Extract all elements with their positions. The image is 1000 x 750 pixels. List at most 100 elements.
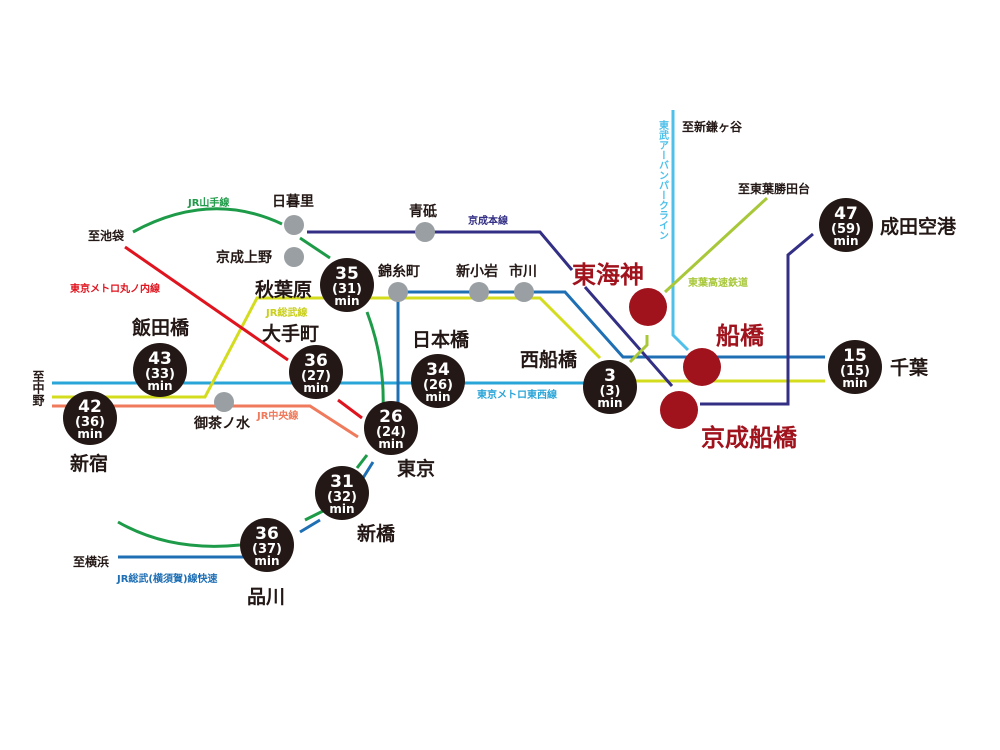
time-circle — [133, 343, 187, 397]
time-circle — [315, 466, 369, 520]
station-dot-nippori — [284, 215, 304, 235]
station-dot-funabashi — [683, 348, 721, 386]
time-unit: min — [147, 379, 172, 393]
label-tobu: 東武アーバンパークライン — [657, 119, 669, 240]
travel-time-alt: (3) — [600, 384, 621, 399]
travel-time-alt: (32) — [327, 490, 357, 505]
station-otemachi: 36(27)min 大手町 — [262, 322, 343, 399]
station-iidabashi: 43(33)min 飯田橋 — [131, 316, 190, 397]
station-label-shinkoiwa: 新小岩 — [456, 263, 498, 280]
time-stations: 43(33)min飯田橋42(36)min新宿36(27)min大手町35(31… — [63, 198, 957, 608]
station-label-ichikawa: 市川 — [509, 263, 537, 280]
station-dot-keisei-ueno — [284, 247, 304, 267]
travel-time: 3 — [604, 366, 616, 386]
station-label: 品川 — [247, 586, 285, 608]
time-circle — [289, 345, 343, 399]
station-label-aoto: 青砥 — [409, 203, 437, 220]
label-toyo: 東葉高速鉄道 — [688, 276, 748, 289]
station-label-funabashi: 船橋 — [716, 322, 765, 350]
travel-time: 47 — [834, 204, 858, 224]
station-dot-higashikaijin — [629, 288, 667, 326]
station-label-keisei-funabashi: 京成船橋 — [701, 424, 798, 452]
label-sobu: JR総武線 — [265, 306, 307, 319]
time-unit: min — [833, 234, 858, 248]
station-label: 飯田橋 — [131, 316, 190, 339]
label-tozai: 東京メトロ東西線 — [477, 388, 557, 401]
time-unit: min — [378, 437, 403, 451]
time-unit: min — [254, 554, 279, 568]
station-label-nippori: 日暮里 — [272, 193, 314, 210]
station-label: 成田空港 — [880, 215, 957, 238]
label-marunouchi: 東京メトロ丸ノ内線 — [70, 282, 160, 295]
time-unit: min — [77, 427, 102, 441]
label-keisei: 京成本線 — [468, 214, 508, 227]
station-shinjuku: 42(36)min 新宿 — [63, 391, 117, 475]
line-yamanote — [117, 207, 385, 548]
station-label: 大手町 — [262, 322, 319, 345]
travel-time: 42 — [78, 397, 102, 417]
station-label: 千葉 — [890, 357, 929, 379]
time-unit: min — [425, 390, 450, 404]
route-lines — [52, 110, 825, 559]
time-circle — [583, 360, 637, 414]
time-unit: min — [334, 294, 359, 308]
line-marunouchi — [124, 245, 363, 420]
station-chiba: 15(15)min 千葉 — [828, 340, 929, 394]
travel-time-alt: (31) — [332, 282, 362, 297]
line-toyo — [628, 196, 769, 364]
dest-yokohama: 至横浜 — [73, 554, 109, 569]
station-dot-ochanomizu — [214, 392, 234, 412]
travel-time: 35 — [335, 264, 359, 284]
travel-time-alt: (59) — [831, 222, 861, 237]
dest-ikebukuro: 至池袋 — [88, 228, 125, 243]
station-label: 新宿 — [70, 452, 108, 475]
travel-time-alt: (33) — [145, 367, 175, 382]
travel-time: 43 — [148, 349, 172, 369]
station-label-ochanomizu: 御茶ノ水 — [193, 415, 251, 432]
station-label-kinshicho: 錦糸町 — [378, 263, 420, 280]
time-unit: min — [329, 502, 354, 516]
station-label: 日本橋 — [412, 328, 470, 351]
label-sobu-rapid: JR総武(横須賀)線快速 — [116, 572, 218, 585]
station-dot-kinshicho — [388, 282, 408, 302]
dest-toyokatsutadai: 至東葉勝田台 — [738, 181, 810, 196]
highlight-stations — [629, 288, 721, 429]
time-unit: min — [597, 396, 622, 410]
travel-time-alt: (15) — [840, 364, 870, 379]
travel-time-alt: (24) — [376, 425, 406, 440]
travel-time-alt: (26) — [423, 378, 453, 393]
travel-time-alt: (36) — [75, 415, 105, 430]
station-nishifunabashi: 3(3)min 西船橋 — [520, 348, 637, 414]
travel-time: 36 — [304, 351, 328, 371]
travel-time-alt: (37) — [252, 542, 282, 557]
station-dot-ichikawa — [514, 282, 534, 302]
label-chuo: JR中央線 — [256, 409, 298, 422]
station-narita: 47(59)min 成田空港 — [819, 198, 957, 252]
travel-time-alt: (27) — [301, 369, 331, 384]
station-label: 西船橋 — [520, 348, 578, 371]
time-circle — [819, 198, 873, 252]
station-nihonbashi: 34(26)min 日本橋 — [411, 328, 470, 408]
time-circle — [63, 391, 117, 445]
travel-time: 15 — [843, 346, 867, 366]
minor-stations — [214, 215, 534, 412]
travel-time: 34 — [426, 360, 450, 380]
station-dot-keisei-funabashi — [660, 391, 698, 429]
station-label: 新橋 — [357, 522, 396, 545]
station-dot-shinkoiwa — [469, 282, 489, 302]
travel-time: 31 — [330, 472, 354, 492]
label-yamanote: JR山手線 — [187, 196, 229, 209]
time-circle — [364, 401, 418, 455]
time-unit: min — [842, 376, 867, 390]
time-circle — [828, 340, 882, 394]
time-unit: min — [303, 381, 328, 395]
line-sobu-rapid — [118, 290, 825, 559]
line-keisei — [307, 230, 814, 406]
line-chuo — [52, 404, 359, 439]
station-label: 秋葉原 — [255, 278, 312, 301]
dest-nakano: 至中野 — [31, 370, 45, 407]
